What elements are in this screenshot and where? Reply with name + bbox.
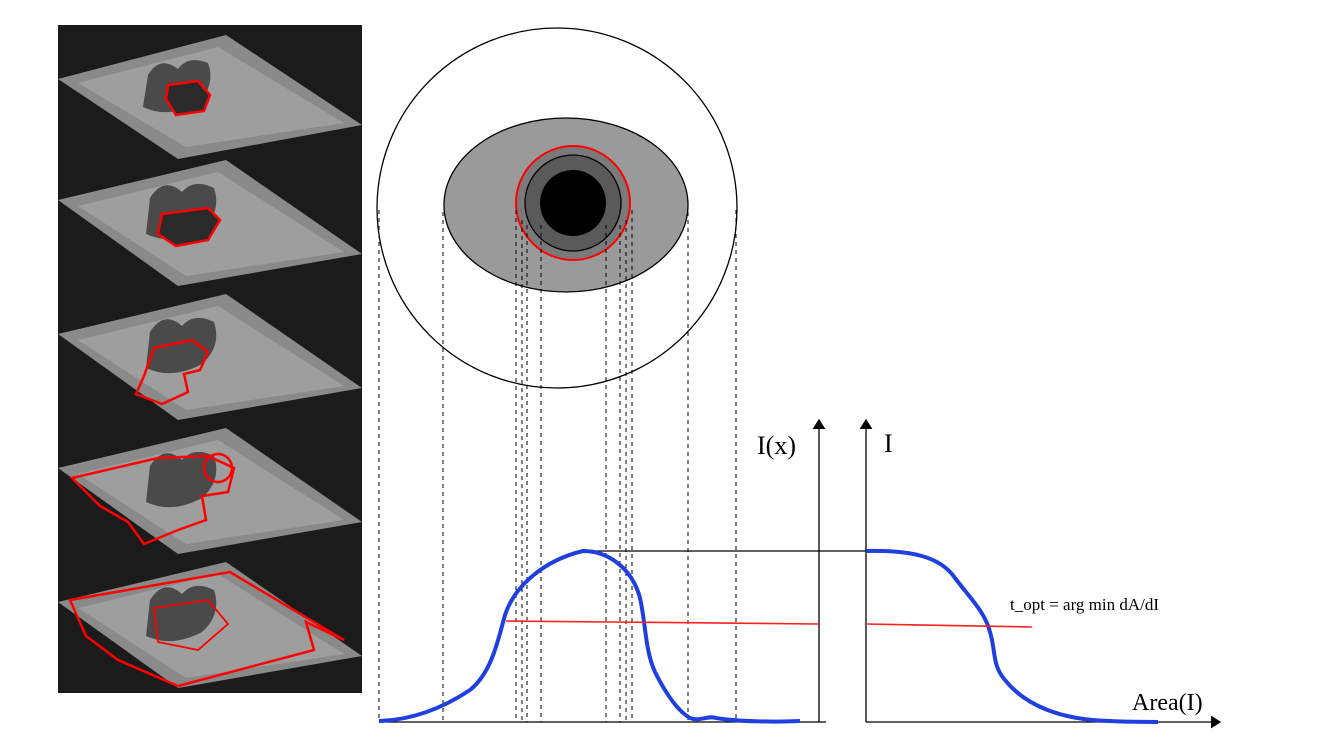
region-step-2 xyxy=(58,160,362,286)
region-outline xyxy=(134,338,210,406)
profile-axis-label: I(x) xyxy=(757,431,796,460)
profile-curve xyxy=(378,548,801,724)
intensity-area-curve xyxy=(865,548,1159,724)
region-step-1 xyxy=(58,35,362,159)
area-axis-label: Area(I) xyxy=(1132,690,1203,716)
profile-threshold-line xyxy=(505,620,820,625)
profile-plot: I(x) xyxy=(378,418,866,724)
intensity-axis-label: I xyxy=(884,429,893,458)
area-plot: I Area(I) t_opt = arg min dA/dI xyxy=(859,418,1222,729)
core xyxy=(540,170,606,236)
region-step-5 xyxy=(58,562,362,688)
region-step-3 xyxy=(58,294,362,420)
region-step-4 xyxy=(58,428,362,554)
region-outline xyxy=(68,570,345,688)
threshold-formula: t_opt = arg min dA/dI xyxy=(1010,595,1159,614)
blob-levels xyxy=(376,27,738,389)
region-outline xyxy=(69,454,236,546)
region-outline xyxy=(156,206,222,248)
thumbnail-strip xyxy=(58,25,362,693)
projection-lines xyxy=(378,210,737,722)
area-threshold-line xyxy=(865,623,1033,628)
region-outline xyxy=(164,79,212,117)
